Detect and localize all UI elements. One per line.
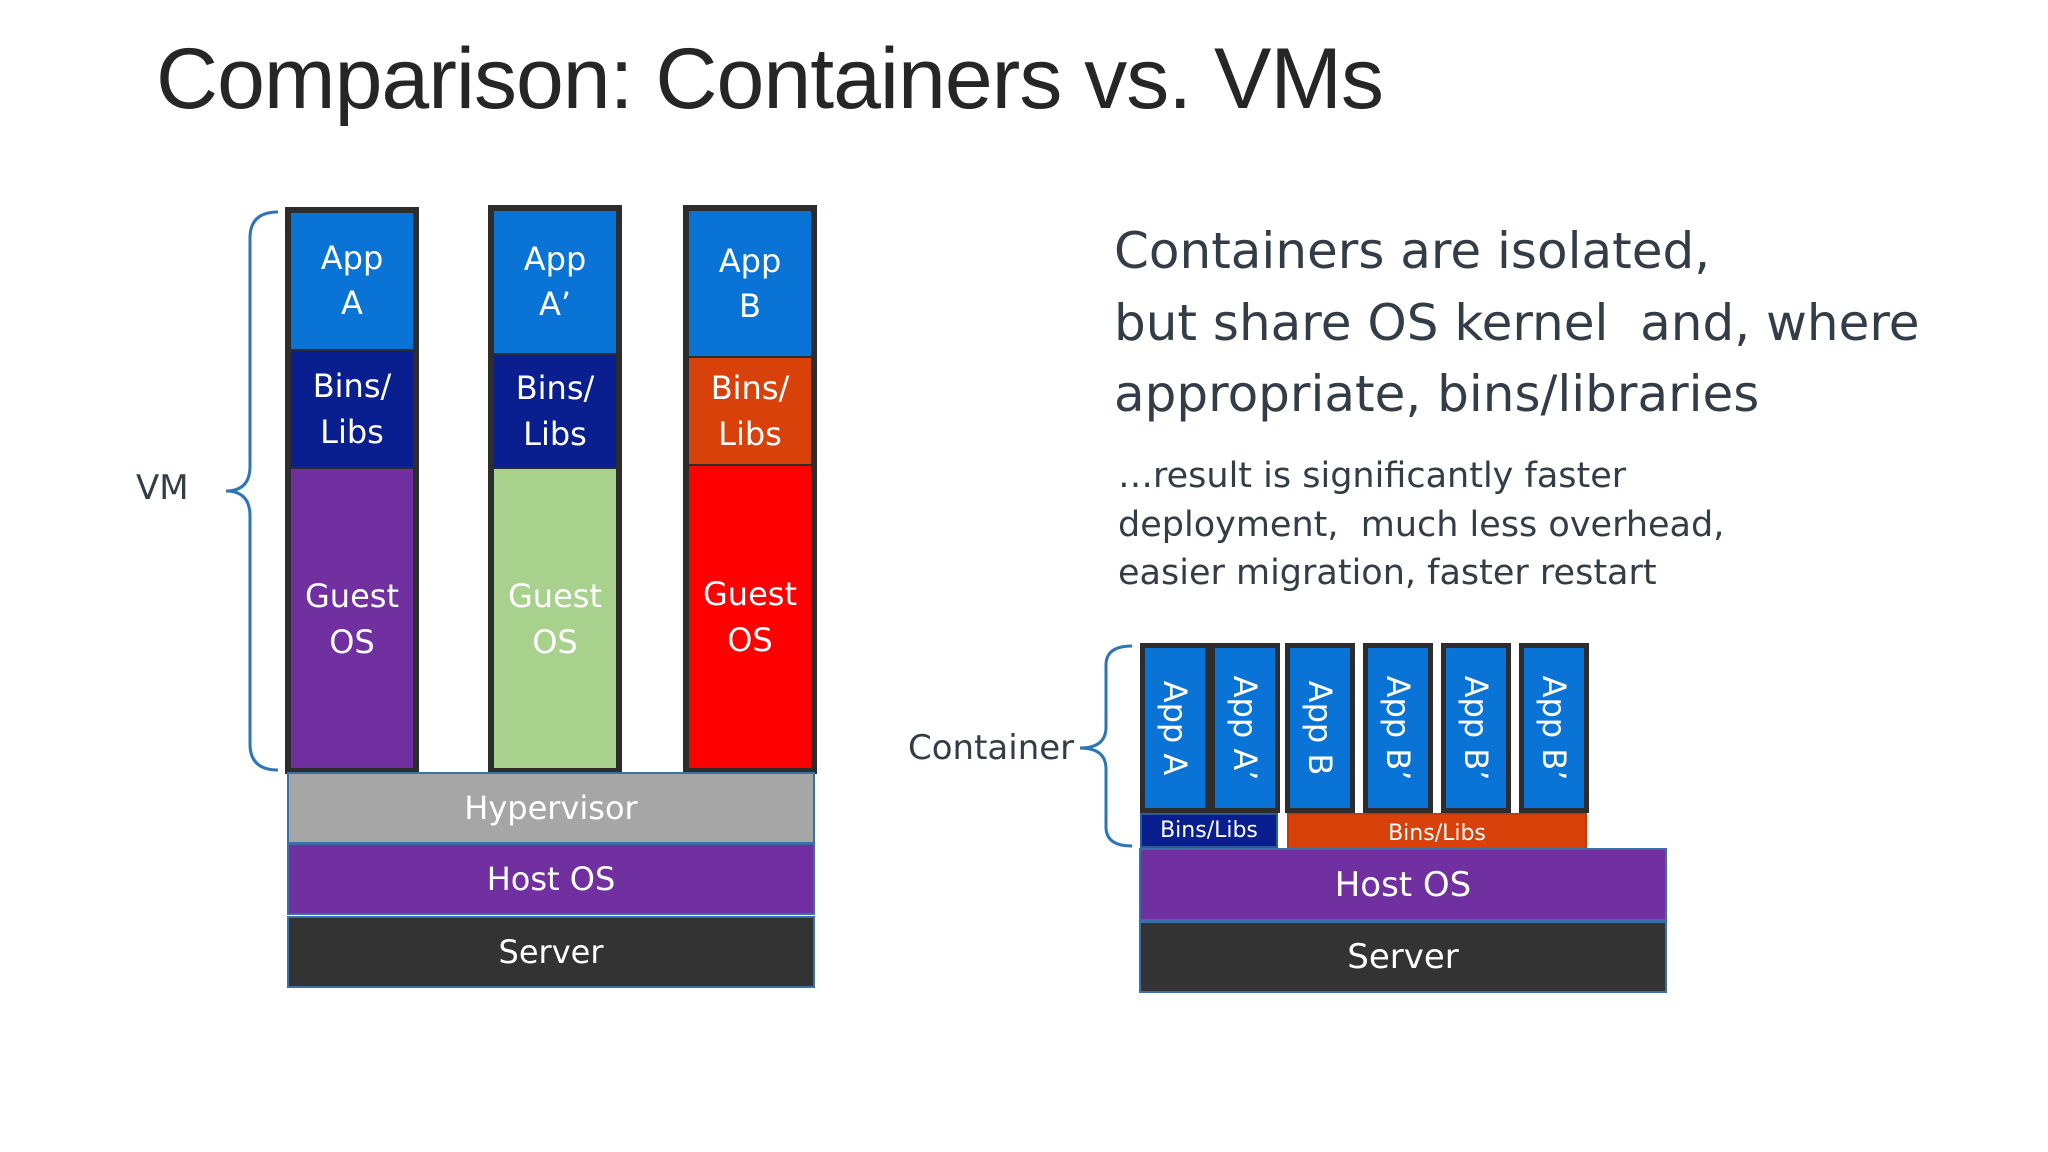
container-app-b-prime-label: App B’ bbox=[1379, 675, 1417, 781]
bins-libs-label: Bins/ Libs bbox=[312, 367, 392, 451]
container-app-b-prime-label: App B’ bbox=[1457, 675, 1495, 781]
bins-libs-block: Bins/ Libs bbox=[291, 351, 413, 467]
bins-libs-block: Bins/ Libs bbox=[494, 355, 616, 467]
server-bar: Server bbox=[287, 916, 815, 988]
container-app-a-prime: App A’ bbox=[1210, 643, 1280, 813]
container-bins-libs-a-label: Bins/Libs bbox=[1160, 818, 1258, 843]
container-server-label: Server bbox=[1347, 937, 1459, 977]
container-host-os-bar: Host OS bbox=[1139, 848, 1667, 921]
guest-os-label: Guest OS bbox=[703, 575, 797, 659]
vm-bracket bbox=[225, 210, 279, 772]
server-label: Server bbox=[498, 933, 604, 971]
container-label: Container bbox=[908, 728, 1075, 768]
vm-column-a: App A Bins/ Libs Guest OS bbox=[285, 207, 419, 774]
host-os-label: Host OS bbox=[486, 860, 616, 898]
bins-libs-block: Bins/ Libs bbox=[689, 358, 811, 464]
app-b-block: App B bbox=[689, 211, 811, 356]
container-app-b-prime-label: App B’ bbox=[1535, 675, 1573, 781]
container-app-b-prime-2: App B’ bbox=[1441, 643, 1511, 813]
app-a-label: App A bbox=[320, 239, 384, 322]
guest-os-label: Guest OS bbox=[508, 576, 602, 661]
main-text-line-1: Containers are isolated, bbox=[1114, 222, 1711, 280]
sub-text-line-1: …result is significantly faster bbox=[1118, 456, 1627, 496]
container-app-b-label: App B bbox=[1301, 680, 1339, 776]
container-app-b-prime-1: App B’ bbox=[1363, 643, 1433, 813]
app-b-label: App B bbox=[718, 241, 782, 325]
app-a-block: App A bbox=[291, 213, 413, 349]
container-bins-libs-b: Bins/Libs bbox=[1287, 813, 1587, 853]
page-title: Comparison: Containers vs. VMs bbox=[156, 31, 1384, 127]
main-text-line-3: appropriate, bins/libraries bbox=[1114, 365, 1760, 423]
app-a-prime-block: App A’ bbox=[494, 211, 616, 353]
container-server-bar: Server bbox=[1139, 921, 1667, 993]
hypervisor-label: Hypervisor bbox=[464, 789, 638, 827]
container-bins-libs-b-label: Bins/Libs bbox=[1388, 820, 1486, 846]
app-a-prime-label: App A’ bbox=[523, 240, 587, 323]
sub-text-line-2: deployment, much less overhead, bbox=[1118, 505, 1725, 545]
main-text-line-2: but share OS kernel and, where bbox=[1114, 294, 1920, 352]
container-app-a-label: App A bbox=[1156, 680, 1194, 776]
guest-os-label: Guest OS bbox=[305, 576, 399, 661]
container-host-os-label: Host OS bbox=[1334, 864, 1472, 905]
guest-os-block: Guest OS bbox=[291, 469, 413, 768]
guest-os-block: Guest OS bbox=[689, 466, 811, 768]
container-bracket bbox=[1079, 644, 1133, 848]
bins-libs-label: Bins/ Libs bbox=[515, 369, 595, 453]
container-app-a: App A bbox=[1140, 643, 1210, 813]
vm-label: VM bbox=[136, 468, 189, 508]
vm-column-b: App B Bins/ Libs Guest OS bbox=[683, 205, 817, 774]
container-bins-libs-a: Bins/Libs bbox=[1140, 813, 1278, 848]
container-app-a-prime-label: App A’ bbox=[1226, 675, 1264, 781]
vm-column-a-prime: App A’ Bins/ Libs Guest OS bbox=[488, 205, 622, 774]
host-os-bar: Host OS bbox=[287, 843, 815, 915]
bins-libs-label: Bins/ Libs bbox=[710, 369, 790, 453]
container-app-b-prime-3: App B’ bbox=[1519, 643, 1589, 813]
hypervisor-bar: Hypervisor bbox=[287, 772, 815, 844]
sub-text-line-3: easier migration, faster restart bbox=[1118, 553, 1657, 593]
container-app-b: App B bbox=[1285, 643, 1355, 813]
guest-os-block: Guest OS bbox=[494, 469, 616, 768]
